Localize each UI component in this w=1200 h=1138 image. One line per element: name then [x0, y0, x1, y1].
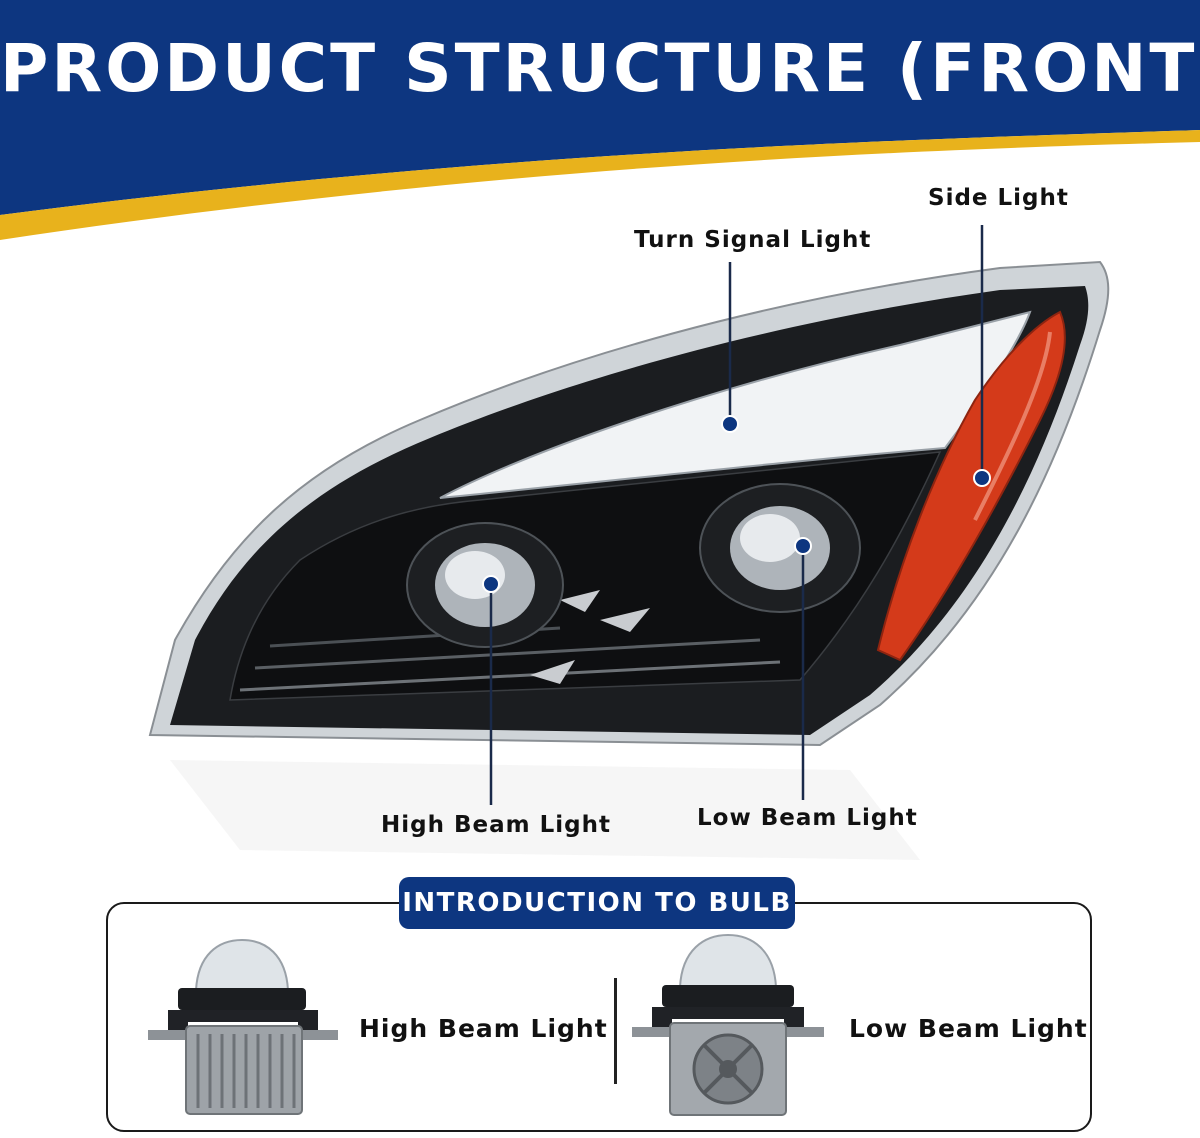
- bulb-divider: [614, 978, 617, 1084]
- turn-signal-label: Turn Signal Light: [634, 227, 872, 253]
- low-beam-bulb-image: [632, 933, 824, 1116]
- side-light-lens: [876, 310, 1066, 662]
- turn-signal-callout-dot: [721, 415, 739, 433]
- low-beam-label: Low Beam Light: [697, 805, 918, 831]
- low-beam-projector: [699, 483, 861, 613]
- side-light-callout-dot: [973, 469, 991, 487]
- high-beam-bulb-label: High Beam Light: [359, 1014, 608, 1043]
- low-beam-callout-dot: [794, 537, 812, 555]
- headlamp-illustration: [148, 225, 1110, 805]
- high-beam-bulb-image: [148, 938, 338, 1115]
- high-beam-callout-dot: [482, 575, 500, 593]
- side-light-label: Side Light: [928, 185, 1069, 211]
- low-beam-bulb-label: Low Beam Light: [849, 1014, 1088, 1043]
- page-title: PRODUCT STRUCTURE (FRONT): [0, 30, 1200, 107]
- bulb-intro-title: INTRODUCTION TO BULB: [399, 877, 795, 929]
- high-beam-label: High Beam Light: [381, 812, 611, 838]
- banner-background: [0, 0, 1200, 240]
- header-banner: PRODUCT STRUCTURE (FRONT): [0, 0, 1200, 250]
